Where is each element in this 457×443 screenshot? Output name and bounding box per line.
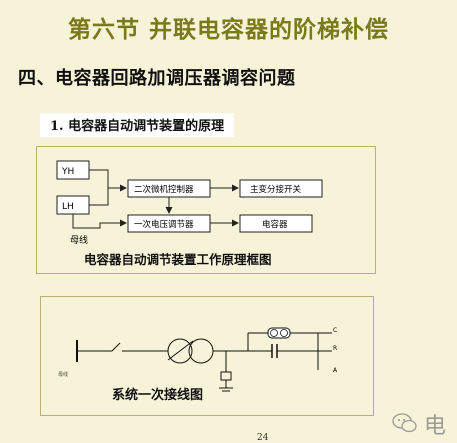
wiring-diagram-caption: 系统一次接线图 xyxy=(112,388,204,403)
box-primary-regulator-label: 一次电压调节器 xyxy=(134,219,194,230)
wiring-switch xyxy=(111,342,121,352)
busbar-label: 母线 xyxy=(70,234,88,246)
wiring-label-a: A xyxy=(333,367,338,374)
subsection-heading: 1. 电容器自动调节装置的原理 xyxy=(40,113,235,137)
box-lh-label: LH xyxy=(62,202,74,212)
lh-to-controller-line xyxy=(89,188,109,206)
section-heading: 四、电容器回路加调压器调容问题 xyxy=(18,68,296,89)
wiring-regulator-circle xyxy=(167,338,193,364)
box-main-switch-label: 主变分接开关 xyxy=(250,184,302,195)
block-diagram-frame xyxy=(36,146,376,274)
watermark-char: 电 xyxy=(424,414,447,439)
wiring-instrument-box xyxy=(267,327,291,339)
wechat-icon xyxy=(392,413,417,433)
box-capacitor-label: 电容器 xyxy=(262,219,288,230)
box-secondary-controller-label: 二次微机控制器 xyxy=(134,184,194,195)
wiring-label-r: R xyxy=(333,345,337,352)
page-number: 24 xyxy=(257,433,269,443)
yh-to-controller-line xyxy=(89,169,127,192)
box-capacitor xyxy=(239,214,313,233)
box-main-switch xyxy=(239,179,323,198)
box-yh-label: YH xyxy=(61,167,74,177)
wiring-left-label: 母线 xyxy=(58,371,68,378)
page-title: 第六节 并联电容器的阶梯补偿 xyxy=(67,16,389,43)
wiring-regulator-arrow xyxy=(167,340,194,361)
wiring-instrument-2 xyxy=(280,329,288,337)
block-diagram-caption: 电容器自动调节装置工作原理框图 xyxy=(84,252,272,267)
wiring-instrument-1 xyxy=(270,329,278,337)
wiring-diagram-frame xyxy=(40,296,374,416)
wiring-label-c: C xyxy=(333,327,337,334)
busbar-line xyxy=(72,214,127,229)
